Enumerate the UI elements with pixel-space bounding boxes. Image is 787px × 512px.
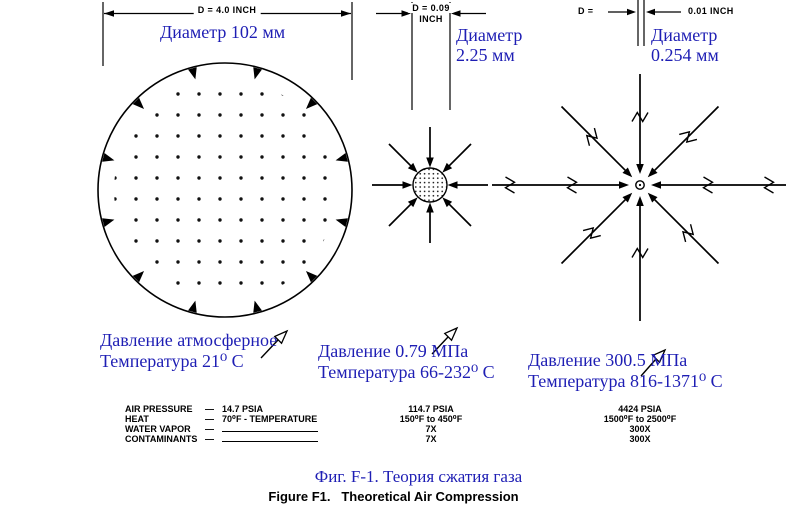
table-dash: —	[205, 434, 214, 444]
blank-line	[222, 424, 318, 432]
leader-arrow-stage3	[640, 345, 670, 377]
stage2-diameter-label-line2: 2.25 мм	[456, 45, 515, 65]
table-col1-value: 14.7 PSIA	[222, 404, 264, 414]
stage2-dimension-unit: INCH	[415, 14, 447, 24]
table-col1-value	[222, 424, 395, 434]
stage1-dimension-label: D = 4.0 INCH	[193, 5, 261, 15]
stage2-temperature-label: Температура 66-232⁰ С	[318, 362, 495, 382]
stage3-dimension-lines	[608, 0, 681, 46]
stage2-gas-volume	[412, 167, 448, 203]
table-col2-value: 150⁰F to 450⁰F	[399, 414, 463, 424]
stage1-pressure-label: Давление атмосферное	[100, 330, 278, 350]
table-col3-value: 4424 PSIA	[618, 404, 662, 414]
stage3-pressure-label: Давление 300.5 МПа	[528, 350, 688, 370]
stage1-temperature-label: Температура 21⁰ С	[100, 351, 244, 371]
stage1-gas-volume	[97, 62, 353, 318]
stage3-diameter-label-line1: Диаметр	[651, 25, 718, 45]
stage3-gas-volume	[635, 180, 645, 190]
table-dash: —	[205, 424, 214, 434]
table-row-label: WATER VAPOR	[125, 424, 191, 434]
caption-russian: Фиг. F-1. Теория сжатия газа	[314, 467, 523, 486]
stage3-temperature-label: Температура 816-1371⁰ С	[528, 371, 723, 391]
blank-line	[222, 434, 318, 442]
table-col3-value: 300X	[629, 434, 651, 444]
stage3-compression-arrows	[492, 74, 786, 321]
stage3-dimension-prefix: D =	[578, 6, 594, 16]
table-dash: —	[205, 414, 214, 424]
stage3-diameter-label-line2: 0.254 мм	[651, 45, 719, 65]
stage3-dimension-value: 0.01 INCH	[688, 6, 734, 16]
leader-arrow-stage1	[260, 326, 292, 359]
table-row-label: CONTAMINANTS	[125, 434, 198, 444]
table-col2-value: 7X	[425, 424, 437, 434]
table-row: HEAT — 70⁰F - TEMPERATURE	[125, 414, 395, 425]
table-row-label: HEAT	[125, 414, 149, 424]
stage2-dimension-value: D = 0.09	[408, 3, 454, 13]
table-row: WATER VAPOR —	[125, 424, 395, 434]
stage1-diameter-label: Диаметр 102 мм	[160, 22, 286, 42]
stage2-diameter-label-line1: Диаметр	[456, 25, 523, 45]
table-col2-value: 7X	[425, 434, 437, 444]
leader-arrow-stage2	[431, 323, 462, 355]
table-row: AIR PRESSURE — 14.7 PSIA	[125, 404, 395, 414]
table-col1-value	[222, 434, 395, 444]
table-col3-value: 300X	[629, 424, 651, 434]
table-dash: —	[205, 404, 214, 414]
table-row-label: AIR PRESSURE	[125, 404, 193, 414]
table-col2-value: 114.7 PSIA	[408, 404, 454, 414]
caption-english: Figure F1. Theoretical Air Compression	[268, 489, 519, 504]
table-col1-value: 70⁰F - TEMPERATURE	[222, 414, 318, 424]
stage2-pressure-label: Давление 0.79 МПа	[318, 341, 469, 361]
table-col3-value: 1500⁰F to 2500⁰F	[603, 414, 677, 424]
table-row: CONTAMINANTS —	[125, 434, 395, 444]
stage2-dimension-lines	[376, 2, 486, 110]
